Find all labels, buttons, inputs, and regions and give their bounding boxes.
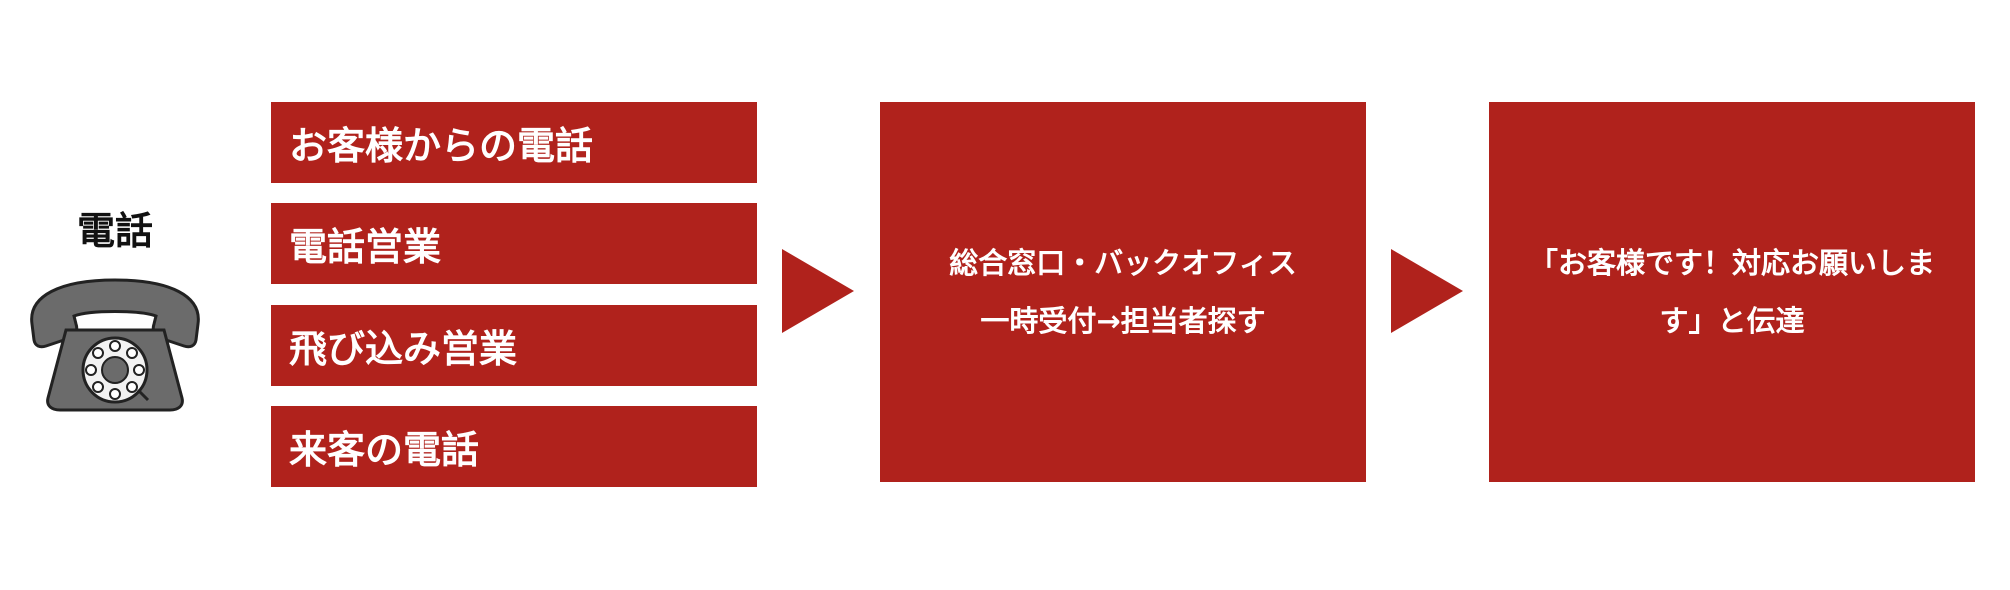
source-sales-call: 電話営業 (271, 203, 757, 284)
step-line: 総合窓口・バックオフィス (949, 246, 1297, 280)
step-line: 「お客様です！対応お願いしま (1528, 246, 1935, 280)
step-line: 一時受付→担当者探す (980, 304, 1266, 338)
source-door-to-door-sales: 飛び込み営業 (271, 305, 757, 386)
flow-arrow-1 (782, 249, 854, 333)
source-label: 来客の電話 (289, 428, 480, 472)
phone-block: 電話 (20, 200, 210, 420)
flow-arrow-2 (1391, 249, 1463, 333)
step-box-handoff: 「お客様です！対応お願いしま す」と伝達 (1489, 102, 1975, 482)
phone-label: 電話 (76, 209, 153, 253)
source-label: 飛び込み営業 (289, 327, 518, 371)
source-label: 電話営業 (289, 225, 442, 269)
step-line: す」と伝達 (1659, 304, 1805, 338)
source-visitor-call: 来客の電話 (271, 406, 757, 487)
step-box-reception: 総合窓口・バックオフィス 一時受付→担当者探す (880, 102, 1366, 482)
source-customer-call: お客様からの電話 (271, 102, 757, 183)
rotary-telephone-icon (30, 278, 200, 412)
source-label: お客様からの電話 (289, 124, 594, 168)
